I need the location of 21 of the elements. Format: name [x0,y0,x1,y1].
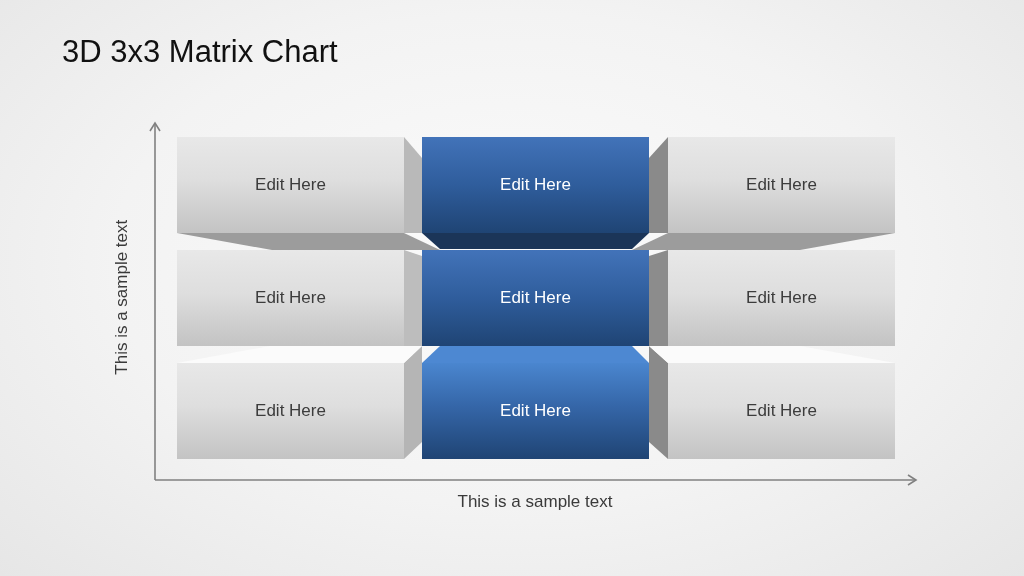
block-text: Edit Here [500,174,571,196]
matrix-block [177,363,404,459]
chart-title: 3D 3x3 Matrix Chart [62,33,338,71]
block-text: Edit Here [255,174,326,196]
matrix-block [177,250,404,346]
block-text: Edit Here [746,174,817,196]
matrix-block [668,137,895,233]
block-text: Edit Here [500,400,571,422]
block-text: Edit Here [746,287,817,309]
matrix-block [422,137,649,233]
matrix-block [422,250,649,346]
matrix-block [668,250,895,346]
block-text: Edit Here [746,400,817,422]
block-text: Edit Here [500,287,571,309]
matrix-block [668,363,895,459]
matrix-block [177,137,404,233]
x-axis-label: This is a sample text [457,492,613,513]
block-text: Edit Here [255,287,326,309]
matrix-block [422,363,649,459]
block-text: Edit Here [255,400,326,422]
y-axis-label: This is a sample text [111,219,132,375]
